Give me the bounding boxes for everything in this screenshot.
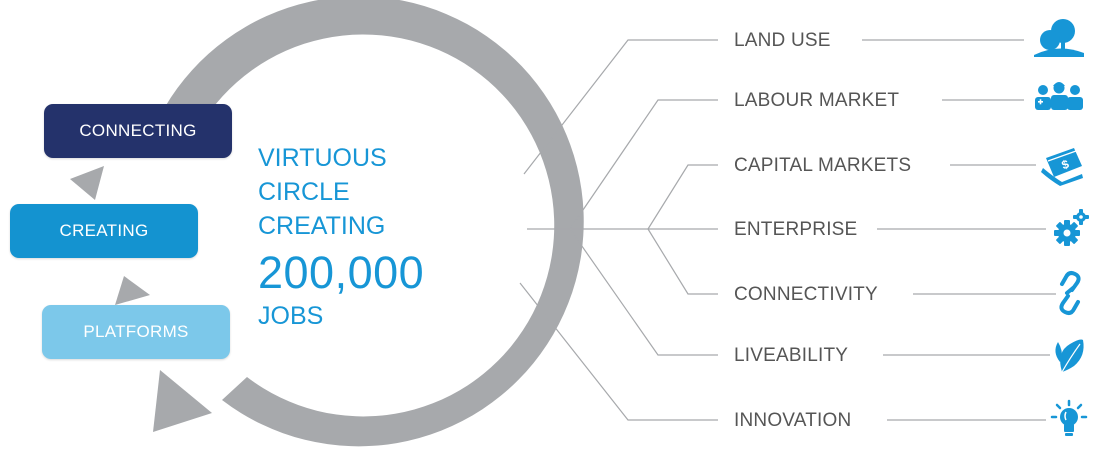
link-icon bbox=[1059, 271, 1081, 315]
factor-connectivity: CONNECTIVITY bbox=[734, 284, 878, 305]
headline-line-2: CIRCLE bbox=[258, 178, 350, 206]
connector-capital-markets bbox=[647, 164, 718, 230]
factor-innovation: INNOVATION bbox=[734, 410, 852, 431]
up-arrow-creating-to-connecting bbox=[70, 166, 104, 200]
circular-arrow-head bbox=[153, 370, 212, 432]
connector-labour-market bbox=[569, 99, 718, 230]
platforms-box: PLATFORMS bbox=[42, 305, 230, 359]
circular-arrow bbox=[153, 0, 584, 447]
headline-line-3: CREATING bbox=[258, 212, 386, 240]
connector-connectivity bbox=[647, 228, 718, 295]
headline-number: 200,000 bbox=[258, 247, 425, 298]
factor-liveability: LIVEABILITY bbox=[734, 345, 849, 366]
creating-label: CREATING bbox=[59, 221, 149, 240]
connector-liveability bbox=[569, 228, 718, 356]
connector-lines bbox=[519, 39, 1056, 421]
headline-line-5: JOBS bbox=[258, 302, 324, 330]
lightbulb-icon bbox=[1050, 399, 1088, 436]
creating-box: CREATING bbox=[10, 204, 198, 258]
factor-enterprise: ENTERPRISE bbox=[734, 219, 858, 240]
connector-innovation bbox=[519, 282, 718, 421]
factor-land-use: LAND USE bbox=[734, 30, 831, 51]
platforms-label: PLATFORMS bbox=[83, 322, 189, 341]
factor-labour-market: LABOUR MARKET bbox=[734, 90, 900, 111]
connector-land-use bbox=[523, 39, 718, 175]
connecting-box: CONNECTING bbox=[44, 104, 232, 158]
connecting-label: CONNECTING bbox=[79, 121, 197, 140]
headline-line-1: VIRTUOUS bbox=[258, 144, 387, 172]
gears-icon bbox=[1054, 209, 1089, 246]
money-icon: $ bbox=[1041, 148, 1083, 186]
svg-text:$: $ bbox=[1060, 157, 1071, 173]
leaf-icon bbox=[1055, 339, 1084, 373]
up-arrow-platforms-to-creating bbox=[115, 276, 150, 305]
factor-capital-markets: CAPITAL MARKETS bbox=[734, 155, 912, 176]
trees-icon bbox=[1034, 19, 1084, 57]
workers-icon bbox=[1035, 82, 1083, 110]
